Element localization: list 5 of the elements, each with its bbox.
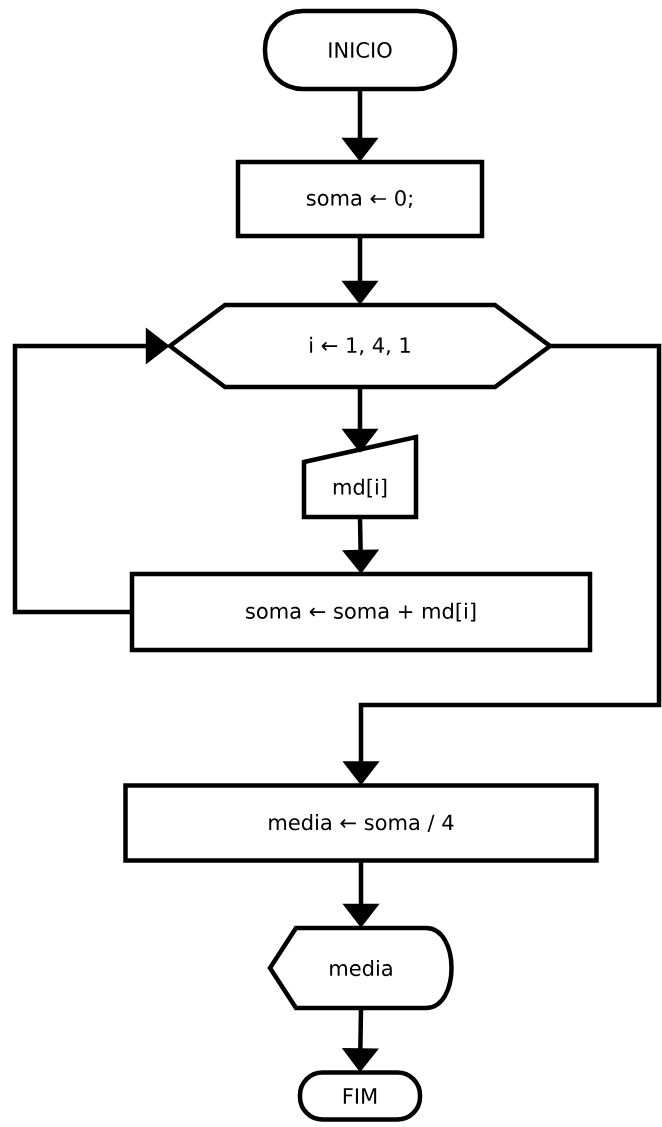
process-box: soma ← soma + md[i]	[129, 571, 593, 653]
process-box: media ← soma / 4	[123, 783, 599, 863]
terminal-box: FIM	[297, 1070, 423, 1122]
terminal-box: INICIO	[262, 8, 458, 92]
process-box: soma ← 0;	[235, 159, 485, 239]
